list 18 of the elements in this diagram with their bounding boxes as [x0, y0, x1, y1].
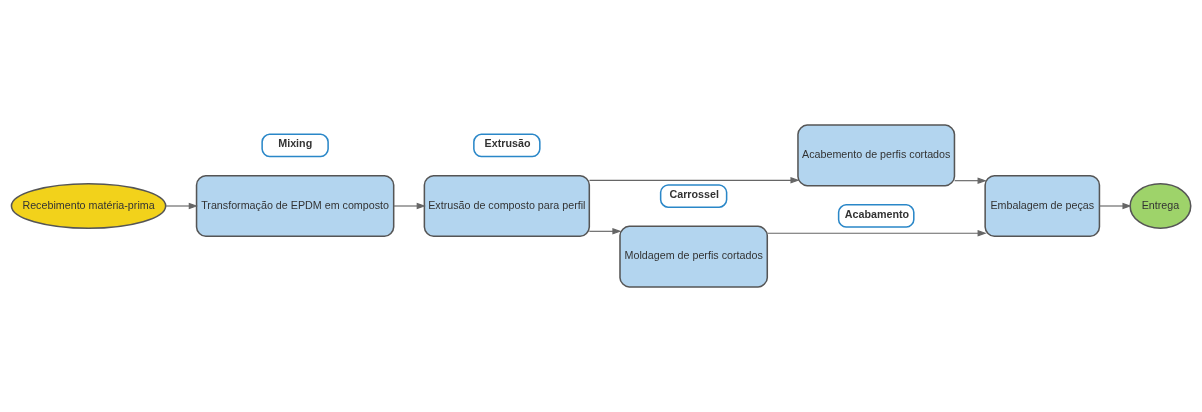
arrow	[1099, 202, 1132, 210]
arrow	[766, 230, 987, 237]
arrow	[954, 177, 987, 184]
node-box: Moldagem de perfis cortados	[619, 225, 769, 288]
node-box: Carrossel	[659, 184, 728, 208]
node-box: Mixing	[261, 133, 329, 158]
arrow	[588, 228, 622, 235]
arrow	[165, 202, 198, 210]
node-box: Extrusão de composto para perfil	[423, 174, 591, 238]
node-box: Transformação de EPDM em composto	[195, 174, 395, 238]
arrow	[393, 202, 426, 210]
node-box: Acabamento	[837, 204, 915, 228]
arrow	[588, 177, 800, 184]
node-ellipse: Recebimento matéria-prima	[10, 183, 167, 229]
node-ellipse: Entrega	[1129, 183, 1192, 229]
node-box: Embalagem de peças	[984, 174, 1101, 238]
node-box: Acabemento de perfis cortados	[797, 124, 956, 187]
node-box: Extrusão	[473, 133, 541, 158]
